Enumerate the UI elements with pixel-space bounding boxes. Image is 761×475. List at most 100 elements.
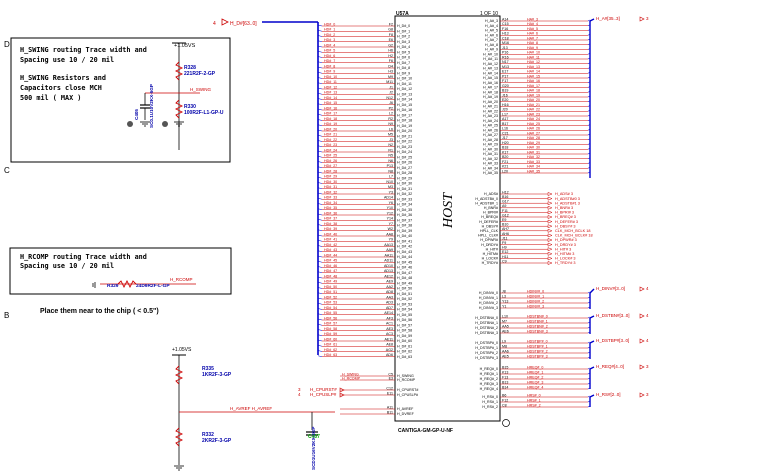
pin-name: H_D#_25	[397, 155, 412, 159]
r329-symbol	[117, 279, 137, 289]
pin-number: L2	[389, 112, 393, 116]
r332-symbol	[174, 427, 184, 447]
swing-note-line: Capacitors close MCH	[20, 84, 102, 92]
pin-name: H_D#_37	[397, 218, 412, 222]
pin-name: H_CPURST#	[397, 388, 418, 392]
ground-icon	[174, 465, 184, 471]
pin-number: AD8	[386, 290, 393, 294]
bus-name: H_REQ#[4..0]	[596, 364, 624, 369]
r328-symbol	[174, 61, 184, 81]
pin-name: H_D#_2	[397, 35, 410, 39]
offpage-arrow-icon	[221, 18, 229, 26]
offpage-net: H_BPRI# 3	[555, 211, 574, 215]
pin-name: H_DSTBP#_1	[475, 346, 498, 350]
offpage-arrow-icon	[547, 228, 553, 233]
offpage-arrow-icon	[547, 205, 553, 210]
offpage-net: H_LOCK# 3	[555, 257, 575, 261]
bus-name: H_A#[35..3]	[596, 16, 620, 21]
pin-name: H_A#_4	[485, 24, 498, 28]
pin-name: H_D#_10	[397, 77, 412, 81]
pin-number: L6	[389, 127, 393, 131]
net-label: HREQ#_0	[527, 365, 543, 369]
net-label: HD#_5	[324, 49, 335, 53]
swing-net-label: H_SWING	[190, 87, 212, 92]
pin-name: H_A#_16	[483, 81, 498, 85]
bus-name: H_RS#[2..0]	[596, 392, 621, 397]
pin-number: G20	[502, 84, 509, 88]
pin-name: H_A#_21	[483, 105, 498, 109]
pin-name: H_D#_1	[397, 29, 410, 33]
pin-name: H_BPRI#	[483, 211, 498, 215]
pin-name: H_DPWR#	[480, 238, 498, 242]
pin-number: AA11	[384, 253, 393, 257]
pin-number: M13	[502, 65, 509, 69]
pin-number: R2	[388, 117, 393, 121]
net-label: HD#_63	[324, 353, 337, 357]
net-label: HD#_14	[324, 96, 337, 100]
pin-number: C9	[502, 259, 507, 263]
net-label: HA#_18	[527, 89, 540, 93]
pin-name: H_D#_38	[397, 224, 412, 228]
pin-number: F13	[502, 375, 508, 379]
pin-number: N10	[386, 180, 393, 184]
net-label: HD#_50	[324, 285, 337, 289]
r330-value: 100R2F-L1-GP-U	[184, 110, 224, 116]
pin-name: H_A#_26	[483, 128, 498, 132]
pin-number: B17	[502, 122, 508, 126]
net-label: HD#_61	[324, 343, 337, 347]
pin-number: M3	[388, 185, 393, 189]
pin-number: B15	[502, 365, 508, 369]
pin-name: H_D#_45	[397, 260, 412, 264]
pin-name: H_A#_9	[485, 48, 498, 52]
pin-name: H_A#_19	[483, 95, 498, 99]
net-label: HA#_15	[527, 74, 540, 78]
pin-name: H_A#_12	[483, 62, 498, 66]
pin-number: H3	[388, 70, 393, 74]
pin-number: Y10	[387, 206, 393, 210]
pin-number: AH7	[502, 227, 509, 231]
chip-ref: U57A	[396, 11, 409, 17]
chip-function-label: HOST	[441, 192, 456, 229]
pin-number: B18	[502, 146, 508, 150]
pin-name: H_D#_14	[397, 98, 412, 102]
ground-icon	[140, 121, 150, 127]
vref-divider: +1.05VS R335 1KR2F-3-GP H_AVREF H_AVREF …	[172, 347, 335, 471]
pin-number: P13	[387, 164, 393, 168]
pin-name: H_A#_28	[483, 138, 498, 142]
pin-name: H_D#_5	[397, 50, 410, 54]
net-label: HD#_49	[324, 280, 337, 284]
r328-value: 221R2F-2-GP	[184, 71, 216, 77]
pin-name: H_HIT#	[486, 247, 498, 251]
net-label: HA#_21	[527, 103, 540, 107]
net-label: HD#_46	[324, 264, 337, 268]
pin-number: P2	[389, 106, 393, 110]
pin-name: H_D#_60	[397, 339, 412, 343]
pin-name: H_D#_4	[397, 45, 410, 49]
net-label: HA#_35	[527, 169, 540, 173]
net-label: HREQ#_3	[527, 380, 543, 384]
net-label: HRS#_0	[527, 393, 541, 397]
net-label: HD#_20	[324, 127, 337, 131]
pin-name: H_D#_62	[397, 350, 412, 354]
pin-name: H_D#_26	[397, 161, 412, 165]
pin-number: D4	[388, 64, 393, 68]
net-label: HDSTBN#_1	[527, 319, 548, 323]
pin-number: A9	[502, 204, 506, 208]
pin-name: H_A#_31	[483, 152, 498, 156]
pin-name: H_A#_29	[483, 143, 498, 147]
